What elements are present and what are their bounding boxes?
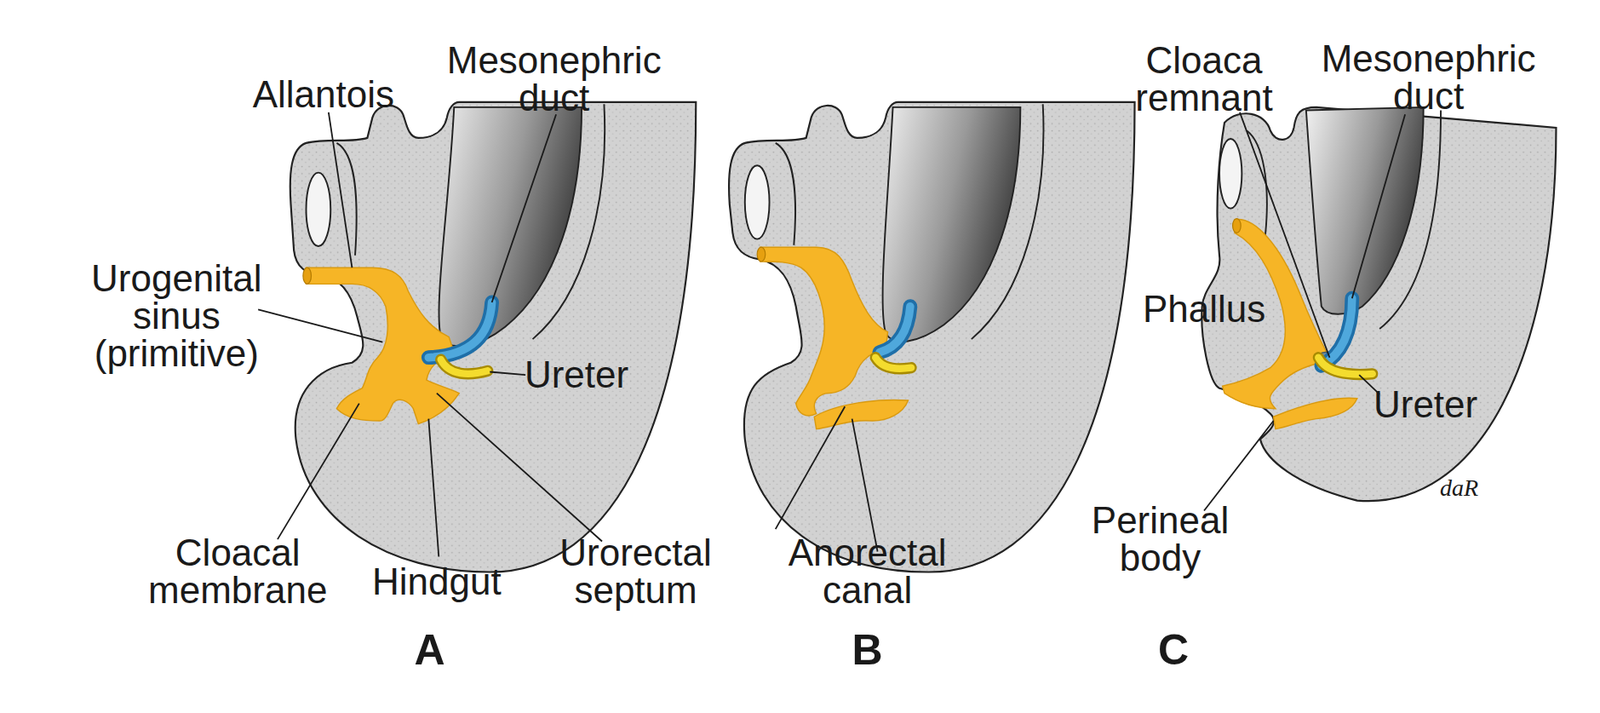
allantois-tip (1232, 218, 1242, 234)
mesonephric-duct-highlight (428, 302, 492, 358)
panel-letter: A (413, 628, 445, 671)
part-label: Anorectal canal (765, 533, 970, 609)
tube-wall (1246, 130, 1267, 235)
leader-lines (775, 406, 878, 551)
tube-wall (775, 143, 796, 246)
part-label: Urogenital sinus (primitive) (74, 259, 279, 373)
part-label: Allantois (252, 75, 395, 114)
leader-line (775, 406, 845, 529)
part-label: Perineal body (1075, 501, 1246, 577)
part-label: Phallus (1142, 290, 1266, 328)
ureter (441, 359, 488, 374)
part-label: Ureter (524, 355, 629, 394)
leader-lines (258, 112, 603, 557)
mesonephric-duct-highlight (879, 306, 911, 353)
anal-canal (1273, 397, 1358, 429)
mesentery-line (533, 103, 606, 339)
tube-opening (745, 165, 770, 239)
mesonephric-duct (879, 306, 911, 353)
part-label: Mesonephric duct (426, 41, 683, 117)
panel-letter: C (1158, 628, 1189, 671)
part-label: Cloacal membrane (131, 533, 345, 609)
part-label: Hindgut (372, 562, 502, 601)
cloaca (306, 267, 460, 424)
leader-line (277, 403, 360, 540)
hindgut-lumen (1306, 107, 1424, 315)
ureter-outline (441, 359, 488, 374)
hindgut-lumen (438, 107, 582, 346)
panel-a (258, 102, 696, 573)
panel-b (728, 102, 1136, 573)
tube-opening (1219, 138, 1242, 209)
ureter (875, 357, 912, 369)
embryo-body (290, 102, 697, 573)
embryo-body (728, 102, 1136, 573)
ureter-outline (1318, 357, 1373, 375)
mesonephric-duct (428, 302, 492, 358)
mesonephric-duct-highlight (1321, 298, 1353, 366)
artist-signature: daR (1439, 475, 1479, 500)
ureter-outline (875, 357, 912, 369)
part-label: Urorectal septum (529, 533, 743, 609)
urogenital-sinus (760, 246, 889, 416)
ureter (1318, 357, 1373, 375)
mesentery-line (971, 103, 1044, 339)
allantois-tip (756, 246, 766, 262)
tube-opening (306, 172, 332, 247)
leader-line (489, 371, 526, 375)
mesonephric-duct (1321, 298, 1353, 366)
part-label: Mesonephric duct (1301, 40, 1557, 115)
leader-line (852, 418, 878, 552)
mesentery-line (1379, 110, 1441, 330)
part-label: Cloaca remnant (1106, 41, 1302, 117)
leader-line (492, 114, 557, 303)
panel-letter: B (852, 628, 884, 671)
leader-line (1204, 420, 1274, 511)
anorectal-canal (814, 400, 908, 430)
leader-line (436, 393, 603, 542)
tube-wall (336, 143, 356, 256)
leader-line (1352, 114, 1406, 299)
leader-line (258, 309, 383, 342)
leader-line (428, 418, 439, 557)
part-label: Ureter (1373, 385, 1478, 424)
leader-line (328, 112, 353, 268)
allantois-tip (303, 267, 312, 284)
